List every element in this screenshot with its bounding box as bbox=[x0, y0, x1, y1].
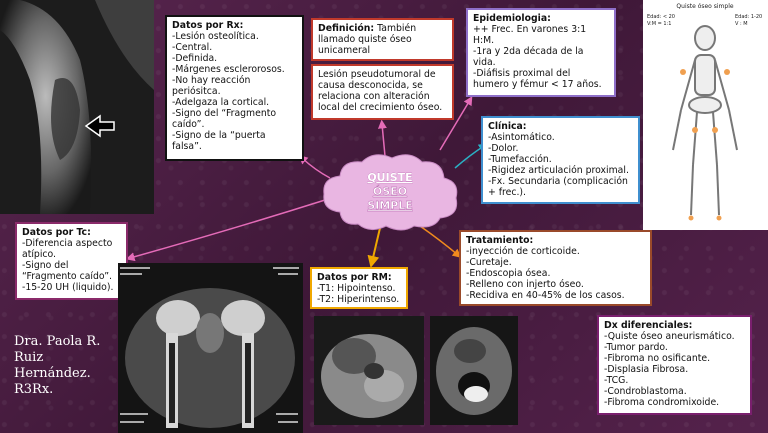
rx-line: falsa”. bbox=[172, 141, 202, 152]
treatment-line: -Curetaje. bbox=[466, 257, 512, 268]
clinical-line: + frec.). bbox=[488, 187, 527, 198]
rx-line: -Central. bbox=[172, 42, 213, 53]
differential-line: -TCG. bbox=[604, 375, 629, 386]
center-title-line-3: SIMPLE bbox=[367, 199, 413, 212]
ct-line: “Fragmento caído”. bbox=[22, 271, 112, 282]
link-tc bbox=[125, 199, 326, 262]
rx-line: -Lesión osteolítica. bbox=[172, 31, 259, 42]
clinical-box: Clínica: -Asintomático. -Dolor. -Tumefac… bbox=[481, 116, 640, 204]
mri-title: Datos por RM: bbox=[317, 272, 392, 283]
clinical-line: -Fx. Secundaria (complicación bbox=[488, 176, 628, 187]
definition-box: Definición: También llamado quiste óseo … bbox=[311, 18, 454, 61]
treatment-box: Tratamiento: -inyección de corticoide. -… bbox=[459, 230, 652, 306]
clinical-line: -Rigidez articulación proximal. bbox=[488, 165, 629, 176]
author-credit: Dra. Paola R. Ruiz Hernández. R3Rx. bbox=[14, 334, 100, 398]
treatment-line: -Relleno con injerto óseo. bbox=[466, 279, 584, 290]
clinical-title: Clínica: bbox=[488, 121, 527, 132]
center-cloud: QUISTE ÓSEO SIMPLE bbox=[323, 154, 458, 231]
arrow-icon bbox=[84, 114, 115, 138]
differential-line: -Tumor pardo. bbox=[604, 342, 668, 353]
epidemiology-box: Epidemiologia: ++ Frec. En varones 3:1 H… bbox=[466, 8, 616, 97]
link-def bbox=[377, 119, 387, 157]
link-rm bbox=[367, 227, 381, 268]
rx-line: -Signo de la “puerta bbox=[172, 130, 266, 141]
link-rx bbox=[298, 154, 331, 179]
author-line: Dra. Paola R. bbox=[14, 334, 101, 349]
definition-line: unicameral bbox=[318, 45, 371, 56]
treatment-line: -inyección de corticoide. bbox=[466, 246, 580, 257]
description-line: Lesión pseudotumoral de bbox=[318, 69, 436, 80]
ct-box: Datos por Tc: -Diferencia aspecto atípic… bbox=[15, 222, 128, 300]
rx-line: -Signo del “Fragmento bbox=[172, 108, 277, 119]
clinical-line: -Tumefacción. bbox=[488, 154, 552, 165]
mri-box: Datos por RM: -T1: Hipointenso. -T2: Hip… bbox=[310, 267, 408, 309]
mri-image-t2 bbox=[430, 316, 518, 425]
clinical-line: -Asintomático. bbox=[488, 132, 555, 143]
treatment-line: -Endoscopia ósea. bbox=[466, 268, 551, 279]
skeleton-right-label-2: V : M bbox=[735, 21, 748, 27]
center-title-line-1: QUISTE bbox=[367, 171, 412, 184]
definition-title: Definición: bbox=[318, 23, 375, 34]
epidemiology-line: H:M. bbox=[473, 35, 495, 46]
differential-box: Dx diferenciales: -Quiste óseo aneurismá… bbox=[597, 315, 752, 415]
treatment-line: -Recidiva en 40-45% de los casos. bbox=[466, 290, 625, 301]
epidemiology-line: humero y fémur < 17 años. bbox=[473, 79, 602, 90]
description-line: causa desconocida, se bbox=[318, 80, 423, 91]
ct-line: -Signo del bbox=[22, 260, 69, 271]
ct-line: -15-20 UH (liquido). bbox=[22, 282, 114, 293]
rx-line: -Adelgaza la cortical. bbox=[172, 97, 270, 108]
description-line: relaciona con alteración bbox=[318, 91, 430, 102]
ct-line: -Diferencia aspecto bbox=[22, 238, 113, 249]
rx-box: Datos por Rx: -Lesión osteolítica. -Cent… bbox=[165, 15, 304, 161]
mri-image-t1 bbox=[314, 316, 424, 425]
mri-line: -T2: Hiperintenso. bbox=[317, 294, 400, 305]
link-epi bbox=[439, 96, 473, 151]
ct-title: Datos por Tc: bbox=[22, 227, 91, 238]
rx-line: -No hay reacción bbox=[172, 75, 251, 86]
description-line: local del crecimiento óseo. bbox=[318, 102, 443, 113]
description-box: Lesión pseudotumoral de causa desconocid… bbox=[311, 64, 454, 120]
rx-line: caído”. bbox=[172, 119, 205, 130]
rx-line: periósitca. bbox=[172, 86, 221, 97]
author-line: Hernández. bbox=[14, 366, 91, 381]
author-line: Ruiz bbox=[14, 350, 44, 365]
rx-line: -Definida. bbox=[172, 53, 218, 64]
xray-image bbox=[0, 0, 154, 214]
definition-line: llamado quiste óseo bbox=[318, 34, 412, 45]
definition-line: También bbox=[377, 23, 417, 34]
epidemiology-line: -1ra y 2da década de la bbox=[473, 46, 584, 57]
differential-line: -Displasia Fibrosa. bbox=[604, 364, 689, 375]
epidemiology-line: ++ Frec. En varones 3:1 bbox=[473, 24, 587, 35]
clinical-line: -Dolor. bbox=[488, 143, 519, 154]
differential-line: -Quiste óseo aneurismático. bbox=[604, 331, 735, 342]
rx-line: -Márgenes esclerorosos. bbox=[172, 64, 285, 75]
treatment-title: Tratamiento: bbox=[466, 235, 534, 246]
skeleton-heading: Quiste óseo simple bbox=[676, 3, 733, 10]
skeleton-left-label-2: V:M = 1:1 bbox=[647, 21, 671, 27]
mri-line: -T1: Hipointenso. bbox=[317, 283, 396, 294]
differential-title: Dx diferenciales: bbox=[604, 320, 693, 331]
ct-line: atípico. bbox=[22, 249, 57, 260]
differential-line: -Condroblastoma. bbox=[604, 386, 687, 397]
epidemiology-line: vida. bbox=[473, 57, 496, 68]
ct-image bbox=[118, 263, 303, 433]
center-title-line-2: ÓSEO bbox=[373, 185, 407, 198]
epidemiology-title: Epidemiologia: bbox=[473, 13, 551, 24]
skeleton-right-label: Edad: 1-20 bbox=[735, 14, 762, 20]
skeleton-image: Quiste óseo simple Edad: < 20 V:M = 1:1 … bbox=[643, 0, 768, 230]
link-trat bbox=[419, 225, 462, 258]
differential-line: -Fibroma no osificante. bbox=[604, 353, 711, 364]
skeleton-left-label: Edad: < 20 bbox=[647, 14, 675, 20]
rx-title: Datos por Rx: bbox=[172, 20, 244, 31]
author-line: R3Rx. bbox=[14, 382, 54, 397]
differential-line: -Fibroma condromixoide. bbox=[604, 397, 720, 408]
epidemiology-line: -Diáfisis proximal del bbox=[473, 68, 571, 79]
